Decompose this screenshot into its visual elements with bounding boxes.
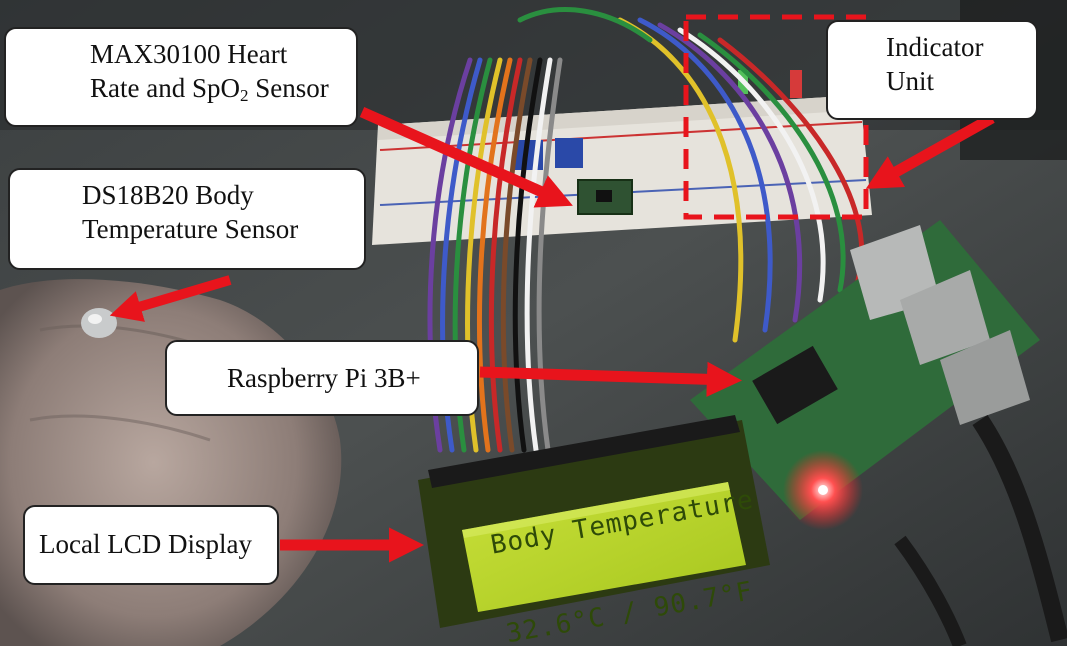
callout-indicator-line2: Unit — [886, 66, 935, 96]
callout-raspberry-pi-text: Raspberry Pi 3B+ — [227, 363, 421, 393]
callout-max30100-line2-suffix: Sensor — [248, 73, 329, 103]
callout-max30100-subscript: 2 — [239, 86, 249, 105]
callout-max30100-line2: Rate and SpO2 Sensor — [90, 71, 342, 109]
callout-indicator-line1: Indicator — [886, 32, 984, 62]
callout-max30100: MAX30100 Heart Rate and SpO2 Sensor — [4, 27, 358, 127]
callout-ds18b20-line1: DS18B20 Body — [82, 180, 254, 210]
callout-lcd-text: Local LCD Display — [39, 529, 252, 559]
callout-ds18b20-line2: Temperature Sensor — [82, 214, 299, 244]
callout-lcd-display: Local LCD Display — [23, 505, 279, 585]
callout-max30100-line2-prefix: Rate and SpO — [90, 73, 240, 103]
callout-ds18b20: DS18B20 Body Temperature Sensor — [8, 168, 366, 270]
callout-raspberry-pi: Raspberry Pi 3B+ — [165, 340, 479, 416]
callout-indicator-unit: Indicator Unit — [826, 20, 1038, 120]
lcd-line-2: 32.6°C / 90.7°F — [504, 576, 756, 646]
callout-max30100-line1: MAX30100 Heart — [90, 39, 288, 69]
lcd-line-1: Body Temperature — [488, 484, 757, 561]
